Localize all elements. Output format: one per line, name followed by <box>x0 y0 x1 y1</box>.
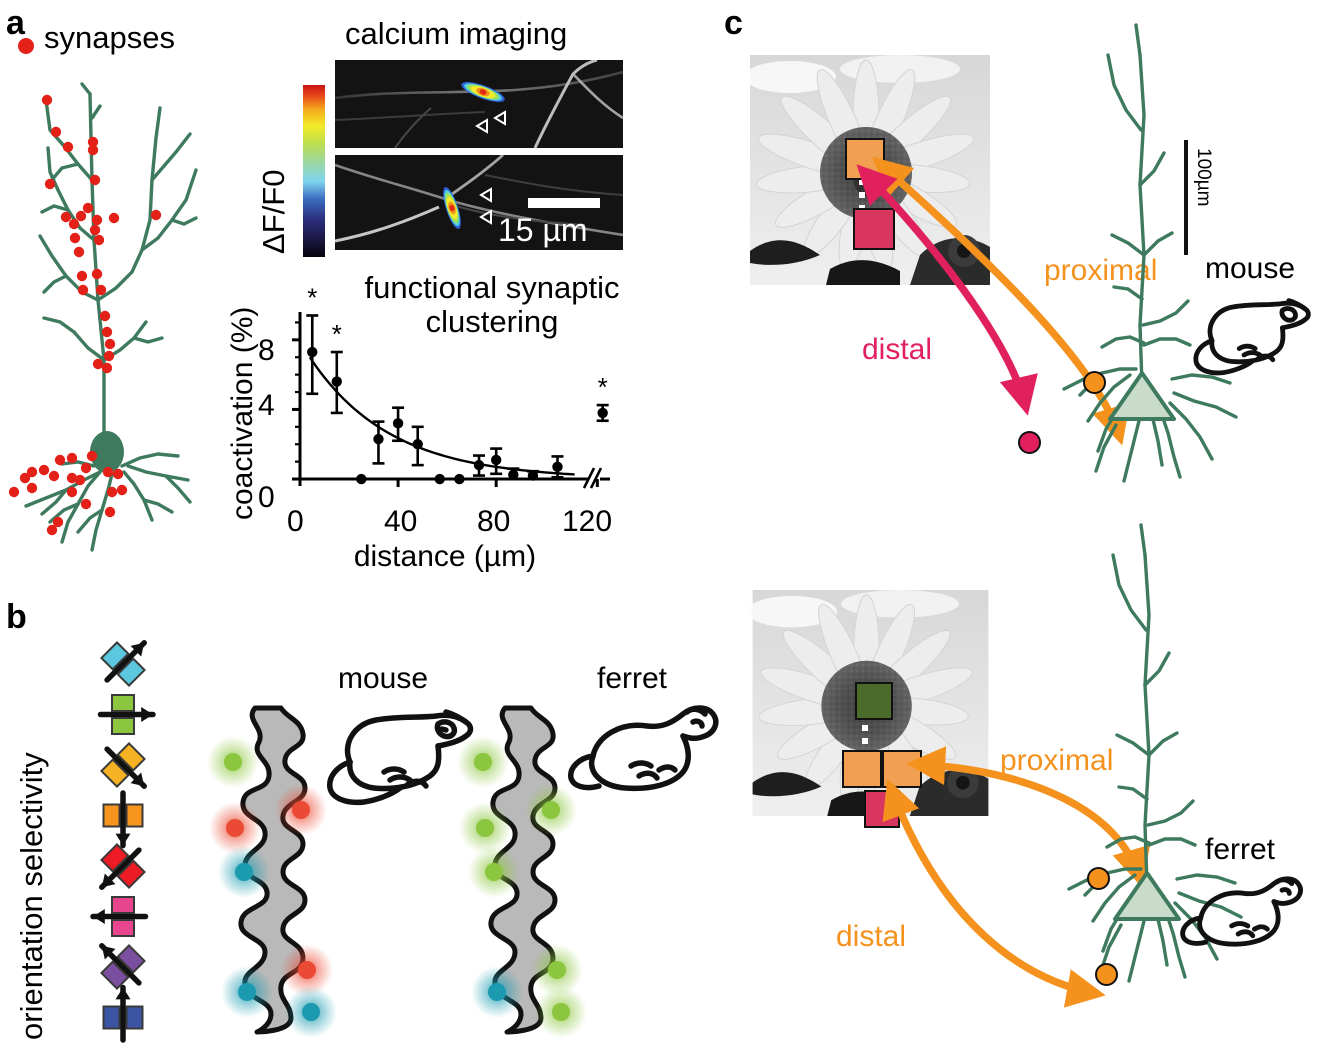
coactivation-scatter-plot: * * * <box>258 282 618 530</box>
svg-text:*: * <box>307 282 317 312</box>
mouse-label-panel-c: mouse <box>1205 252 1296 285</box>
delta-f-over-f0-label: ΔF/F0 <box>256 169 291 254</box>
mouse-icon-panel-c <box>1188 290 1316 380</box>
green-patch-bottom <box>855 682 893 720</box>
micro-scalebar-label: 15 µm <box>498 212 588 248</box>
proximal-patch-bottom-left <box>842 750 882 788</box>
orientation-tuning-legend <box>68 640 178 1043</box>
plot-y-axis-label: coactivation (%) <box>226 306 259 520</box>
distal-label-top: distal <box>862 333 933 366</box>
x-tick-0: 0 <box>287 505 304 538</box>
colorbar-gradient <box>302 84 326 258</box>
ferret-label-panel-b: ferret <box>597 662 668 695</box>
proximal-synapse-marker-bottom <box>1087 867 1110 890</box>
ferret-label-panel-c: ferret <box>1205 833 1276 866</box>
x-tick-80: 80 <box>477 505 511 538</box>
panel-c-top-arrows <box>820 156 1200 480</box>
panel-a-letter: a <box>6 4 25 42</box>
orientation-selectivity-axis-label: orientation selectivity <box>14 752 49 1040</box>
ferret-dendrite-illustration <box>445 700 595 1040</box>
micro-scalebar <box>528 198 600 208</box>
distal-synapse-marker-top <box>1018 431 1041 454</box>
mouse-icon <box>320 700 480 810</box>
distal-label-bottom: distal <box>836 920 907 953</box>
y-tick-0: 0 <box>258 481 275 514</box>
panel-c-bottom-arrows <box>830 740 1230 1040</box>
plot-x-axis-label: distance (µm) <box>353 540 537 573</box>
panel-c-letter: c <box>724 4 743 42</box>
proximal-synapse-marker-top <box>1083 371 1106 394</box>
x-tick-120: 120 <box>562 505 613 538</box>
svg-text:*: * <box>332 319 342 349</box>
synapse-legend-dot <box>18 38 34 54</box>
mouse-neuron-panel-c <box>1040 10 1255 530</box>
distal-synapse-marker-bottom <box>1095 963 1118 986</box>
ferret-icon-panel-c <box>1178 872 1308 962</box>
x-tick-40: 40 <box>384 505 418 538</box>
mouse-dendrite-illustration <box>195 700 345 1040</box>
panel-b-letter: b <box>6 598 27 636</box>
scalebar-line <box>1184 140 1188 255</box>
y-tick-8: 8 <box>258 334 275 367</box>
synapses-legend-label: synapses <box>44 20 175 55</box>
y-tick-4: 4 <box>258 389 275 422</box>
ferret-neuron-panel-c <box>1045 523 1260 1045</box>
svg-text:*: * <box>598 372 608 402</box>
ferret-icon <box>565 700 725 810</box>
stimulus-connector-dashes-bottom-upper <box>862 712 868 752</box>
plot-title-line2: clustering <box>425 304 559 339</box>
calcium-imaging-title: calcium imaging <box>345 16 568 51</box>
mouse-label-panel-b: mouse <box>338 662 429 695</box>
scalebar-label: 100µm <box>1193 148 1214 207</box>
plot-title-line1: functional synaptic <box>364 270 620 305</box>
calcium-image-top <box>335 60 623 148</box>
proximal-label-bottom: proximal <box>1000 744 1114 777</box>
neuron-morphology-panel-a <box>0 60 225 560</box>
proximal-label-top: proximal <box>1044 254 1158 287</box>
